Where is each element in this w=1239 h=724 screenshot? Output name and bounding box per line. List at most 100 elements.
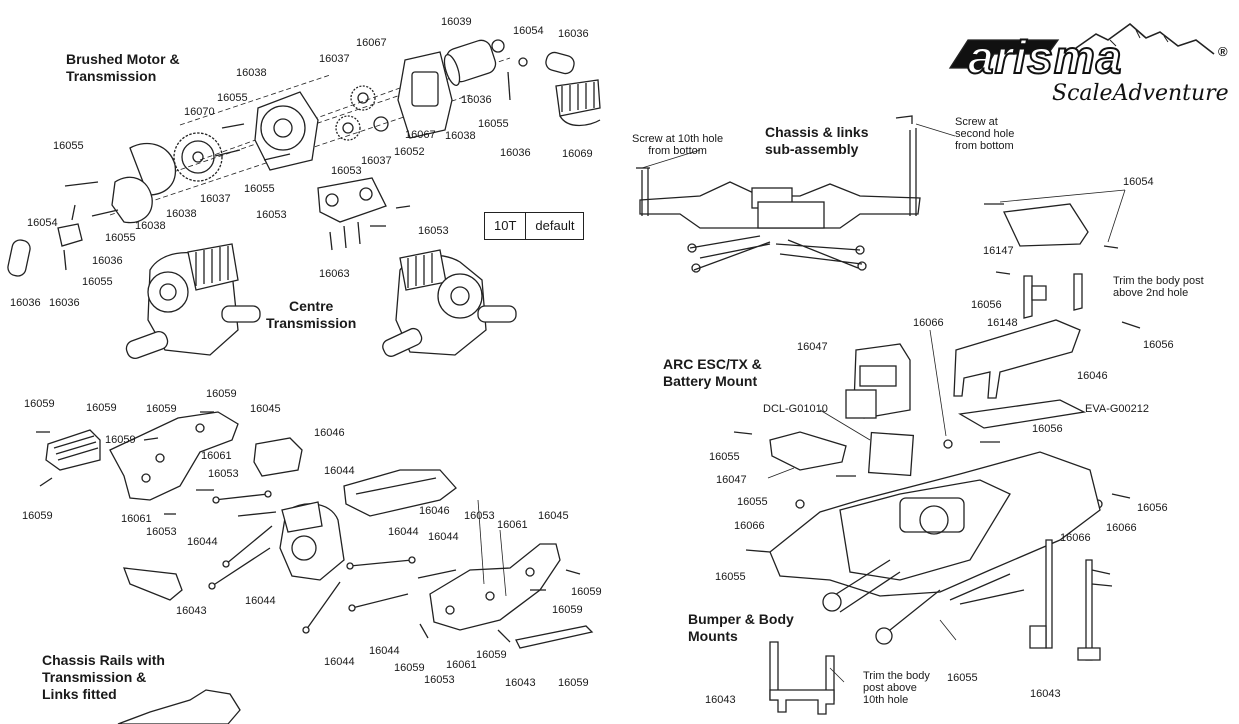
part-label: 16056 <box>1137 502 1168 514</box>
part-label: 16066 <box>1106 522 1137 534</box>
part-label: 16061 <box>201 450 232 462</box>
part-label: 16037 <box>361 155 392 167</box>
part-label: 16066 <box>1060 532 1091 544</box>
section-title-bumper-body: Bumper & Body Mounts <box>688 611 794 644</box>
part-label: 16046 <box>1077 370 1108 382</box>
part-label: 16044 <box>428 531 459 543</box>
motor-option-value[interactable]: default <box>525 213 583 239</box>
part-label: 16061 <box>497 519 528 531</box>
part-label: 16037 <box>200 193 231 205</box>
part-label: 16044 <box>324 656 355 668</box>
part-label: 16056 <box>1143 339 1174 351</box>
note-trim-10th-hole: Trim the body post above 10th hole <box>863 670 930 706</box>
part-label: 16038 <box>236 67 267 79</box>
part-label: 16055 <box>244 183 275 195</box>
brushed-motor-transmission-drawing <box>7 39 601 360</box>
part-label: DCL-G01010 <box>763 403 828 415</box>
body-mount-posts-drawing <box>769 641 845 715</box>
part-label: 16037 <box>319 53 350 65</box>
part-label: 16038 <box>166 208 197 220</box>
part-label: 16056 <box>1032 423 1063 435</box>
scale-adventure-subtitle: ScaleAdventure <box>1052 81 1229 106</box>
part-label: 16053 <box>146 526 177 538</box>
part-label: 16044 <box>388 526 419 538</box>
motor-option-selector[interactable]: 10T default <box>484 212 585 240</box>
part-label: 16069 <box>562 148 593 160</box>
part-label: 16055 <box>53 140 84 152</box>
motor-option-label[interactable]: 10T <box>494 218 517 233</box>
part-label: 16147 <box>983 245 1014 257</box>
part-label: 16070 <box>184 106 215 118</box>
part-label: 16053 <box>424 674 455 686</box>
part-label: 16044 <box>187 536 218 548</box>
battery-mount-drawing <box>733 189 1141 661</box>
part-label: 16059 <box>24 398 55 410</box>
section-title-chassis-rails: Chassis Rails with Transmission & Links … <box>42 652 165 702</box>
part-label: 16046 <box>419 505 450 517</box>
part-label: EVA-G00212 <box>1085 403 1150 415</box>
part-label: 16059 <box>206 388 237 400</box>
part-label: 16055 <box>947 672 978 684</box>
part-label: 16053 <box>208 468 239 480</box>
part-label: 16059 <box>558 677 589 689</box>
carisma-logo-wordmark: arisma <box>967 31 1123 83</box>
part-label: 16053 <box>418 225 449 237</box>
part-label: 16043 <box>705 694 736 706</box>
section-title-chassis-links: Chassis & links sub-assembly <box>765 124 869 157</box>
note-screw-10th-hole: Screw at 10th hole from bottom <box>632 133 724 157</box>
chassis-rails-drawing <box>36 411 594 724</box>
part-label: 16045 <box>538 510 569 522</box>
part-label: 16036 <box>92 255 123 267</box>
part-label: 16047 <box>797 341 828 353</box>
part-label: 16043 <box>176 605 207 617</box>
part-label: 16044 <box>369 645 400 657</box>
part-label: 16036 <box>49 297 80 309</box>
part-label: 16055 <box>82 276 113 288</box>
section-title-arc-esc: ARC ESC/TX & Battery Mount <box>663 356 762 389</box>
part-label: 16061 <box>446 659 477 671</box>
part-label: 16059 <box>476 649 507 661</box>
part-label: 16043 <box>505 677 536 689</box>
part-label: 16055 <box>737 496 768 508</box>
part-label: 16047 <box>716 474 747 486</box>
part-label: 16036 <box>461 94 492 106</box>
part-label: 16055 <box>105 232 136 244</box>
part-label: 16059 <box>571 586 602 598</box>
part-label: 16045 <box>250 403 281 415</box>
carisma-logo-mountains <box>948 22 1215 69</box>
part-label: 16067 <box>405 129 436 141</box>
part-label: 16063 <box>319 268 350 280</box>
part-label: 16053 <box>331 165 362 177</box>
part-label: 16053 <box>256 209 287 221</box>
part-label: 16043 <box>1030 688 1061 700</box>
part-label: 16055 <box>709 451 740 463</box>
part-label: 16054 <box>1123 176 1154 188</box>
part-label: 16055 <box>217 92 248 104</box>
part-label: 16066 <box>734 520 765 532</box>
part-label: 16059 <box>146 403 177 415</box>
note-trim-2nd-hole: Trim the body post above 2nd hole <box>1113 275 1204 299</box>
part-label: 16059 <box>552 604 583 616</box>
part-label: 16036 <box>500 147 531 159</box>
note-screw-second-hole: Screw at second hole from bottom <box>955 116 1015 152</box>
part-label: 16054 <box>513 25 544 37</box>
part-label: 16059 <box>105 434 136 446</box>
part-label: 16044 <box>245 595 276 607</box>
part-label: 16055 <box>715 571 746 583</box>
part-label: 16055 <box>478 118 509 130</box>
part-label: 16059 <box>394 662 425 674</box>
chassis-links-subassembly-drawing <box>636 115 956 273</box>
part-label: 16059 <box>86 402 117 414</box>
part-label: 16148 <box>987 317 1018 329</box>
section-title-centre-transmission: Centre Transmission <box>266 298 357 331</box>
part-label: 16061 <box>121 513 152 525</box>
part-label: 16053 <box>464 510 495 522</box>
part-label: 16044 <box>324 465 355 477</box>
registered-mark: ® <box>1218 44 1228 59</box>
part-label: 16052 <box>394 146 425 158</box>
part-label: 16066 <box>913 317 944 329</box>
part-label: 16036 <box>10 297 41 309</box>
part-label: 16059 <box>22 510 53 522</box>
part-label: 16038 <box>445 130 476 142</box>
